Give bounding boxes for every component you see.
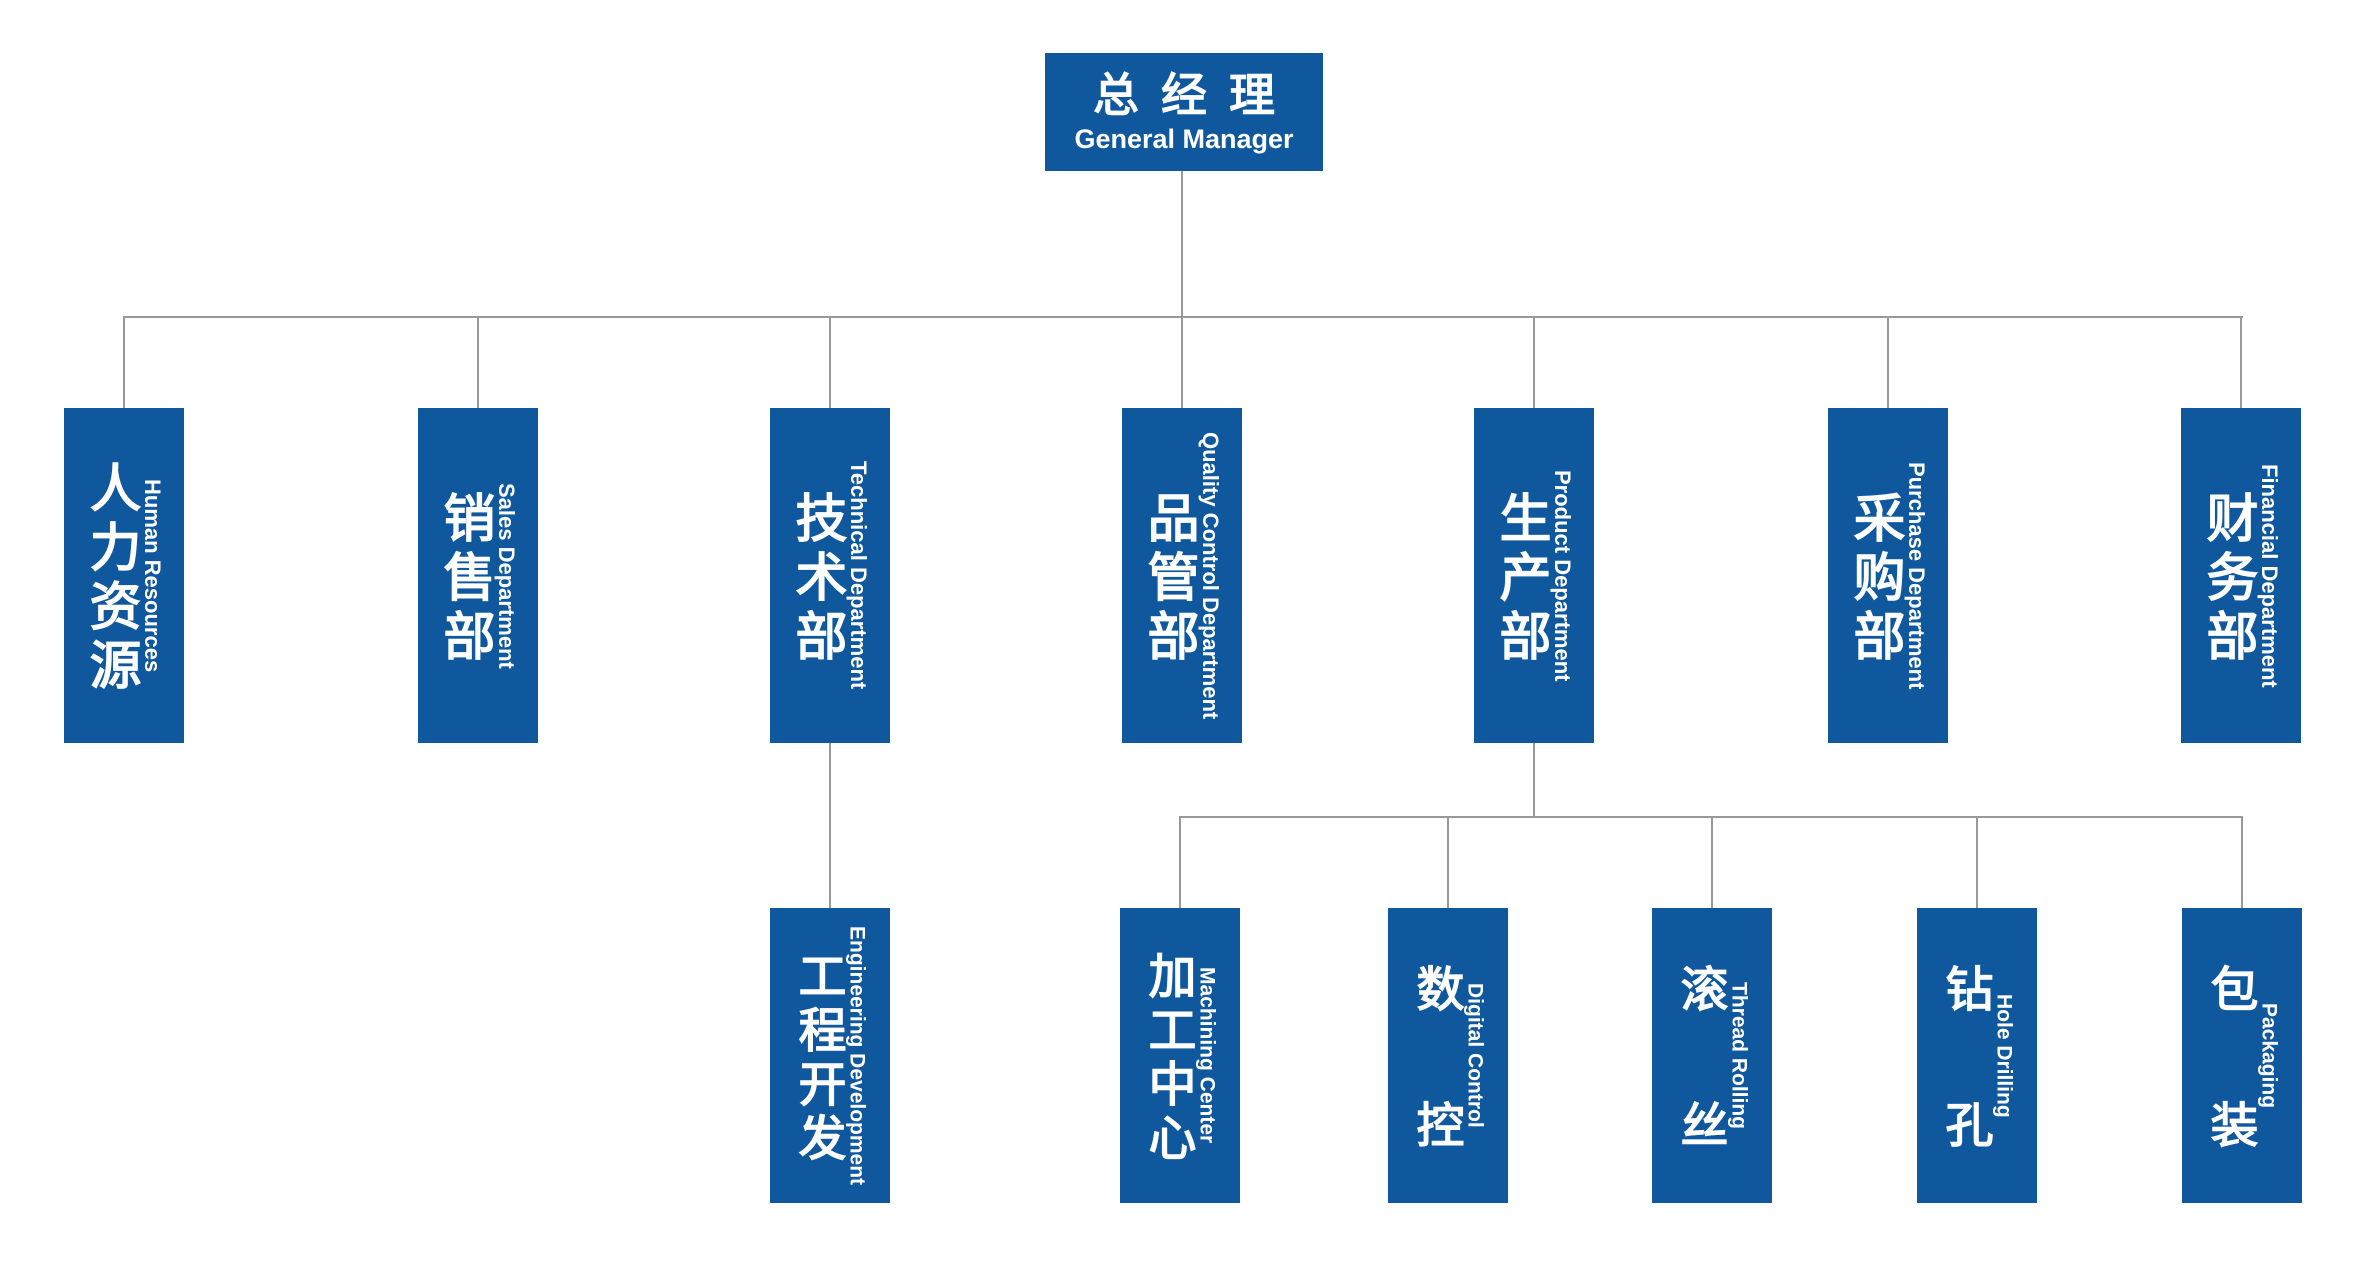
node-label-en: Quality Control Department (1198, 431, 1224, 720)
connector-line (2241, 816, 2243, 908)
node-label-zh: 包装 (2202, 963, 2256, 1236)
node-label-zh: 生产部 (1490, 490, 1549, 668)
org-node-human-resources: 人力资源 Human Resources (64, 408, 184, 743)
node-label-zh: 人力资源 (80, 461, 139, 697)
node-label-zh: 数控 (1408, 963, 1462, 1236)
org-node-product-department: 生产部 Product Department (1474, 408, 1594, 743)
connector-line (477, 316, 479, 408)
org-node-general-manager: 总经理 General Manager (1045, 53, 1323, 171)
node-label-zh: 滚丝 (1672, 963, 1726, 1236)
node-label-en: Product Department (1550, 469, 1576, 682)
node-label-en: Machining Center (1195, 967, 1219, 1144)
connector-line (123, 316, 2243, 318)
org-node-technical-department: 技术部 Technical Department (770, 408, 890, 743)
connector-line (1181, 170, 1183, 317)
node-label-en: General Manager (1074, 123, 1294, 154)
node-label-zh: 技术部 (786, 490, 845, 668)
org-node-purchase-department: 采购部 Purchase Department (1828, 408, 1948, 743)
node-label-en: Human Resources (140, 478, 166, 673)
node-label-zh: 钻孔 (1937, 963, 1991, 1236)
connector-line (829, 316, 831, 408)
connector-line (829, 743, 831, 908)
connector-line (1976, 816, 1978, 908)
node-label-en: Hole Drilling (1992, 993, 2016, 1118)
node-label-en: Thread Rolling (1727, 982, 1751, 1129)
org-node-sales-department: 销售部 Sales Department (418, 408, 538, 743)
connector-line (123, 316, 125, 408)
node-label-zh: 销售部 (434, 490, 493, 668)
node-label-zh: 工程开发 (790, 950, 844, 1167)
connector-line (1533, 743, 1535, 817)
node-label-zh: 采购部 (1844, 490, 1903, 668)
connector-line (2240, 316, 2242, 408)
node-label-zh: 加工中心 (1140, 950, 1194, 1167)
connector-line (1711, 816, 1713, 908)
node-label-en: Packaging (2257, 1002, 2281, 1109)
org-node-engineering-development: 工程开发 Engineering Development (770, 908, 890, 1203)
node-label-en: Financial Department (2257, 463, 2283, 688)
org-node-hole-drilling: 钻孔 Hole Drilling (1917, 908, 2037, 1236)
node-label-en: Sales Department (494, 482, 520, 669)
org-node-thread-rolling: 滚丝 Thread Rolling (1652, 908, 1772, 1236)
org-node-digital-control: 数控 Digital Control (1388, 908, 1508, 1236)
org-node-quality-control-department: 品管部 Quality Control Department (1122, 408, 1242, 743)
node-label-en: Purchase Department (1904, 461, 1930, 690)
node-label-en: Digital Control (1463, 983, 1487, 1128)
org-node-financial-department: 财务部 Financial Department (2181, 408, 2301, 743)
org-node-packaging: 包装 Packaging (2182, 908, 2302, 1236)
node-label-zh: 品管部 (1138, 490, 1197, 668)
connector-line (1887, 316, 1889, 408)
connector-line (1533, 316, 1535, 408)
node-label-en: Technical Department (846, 461, 872, 690)
connector-line (1447, 816, 1449, 908)
node-label-zh: 财务部 (2197, 490, 2256, 668)
org-node-machining-center: 加工中心 Machining Center (1120, 908, 1240, 1203)
connector-line (1179, 816, 1181, 908)
node-label-en: Engineering Development (845, 925, 869, 1186)
connector-line (1181, 316, 1183, 408)
node-label-zh: 总经理 (1093, 68, 1297, 121)
